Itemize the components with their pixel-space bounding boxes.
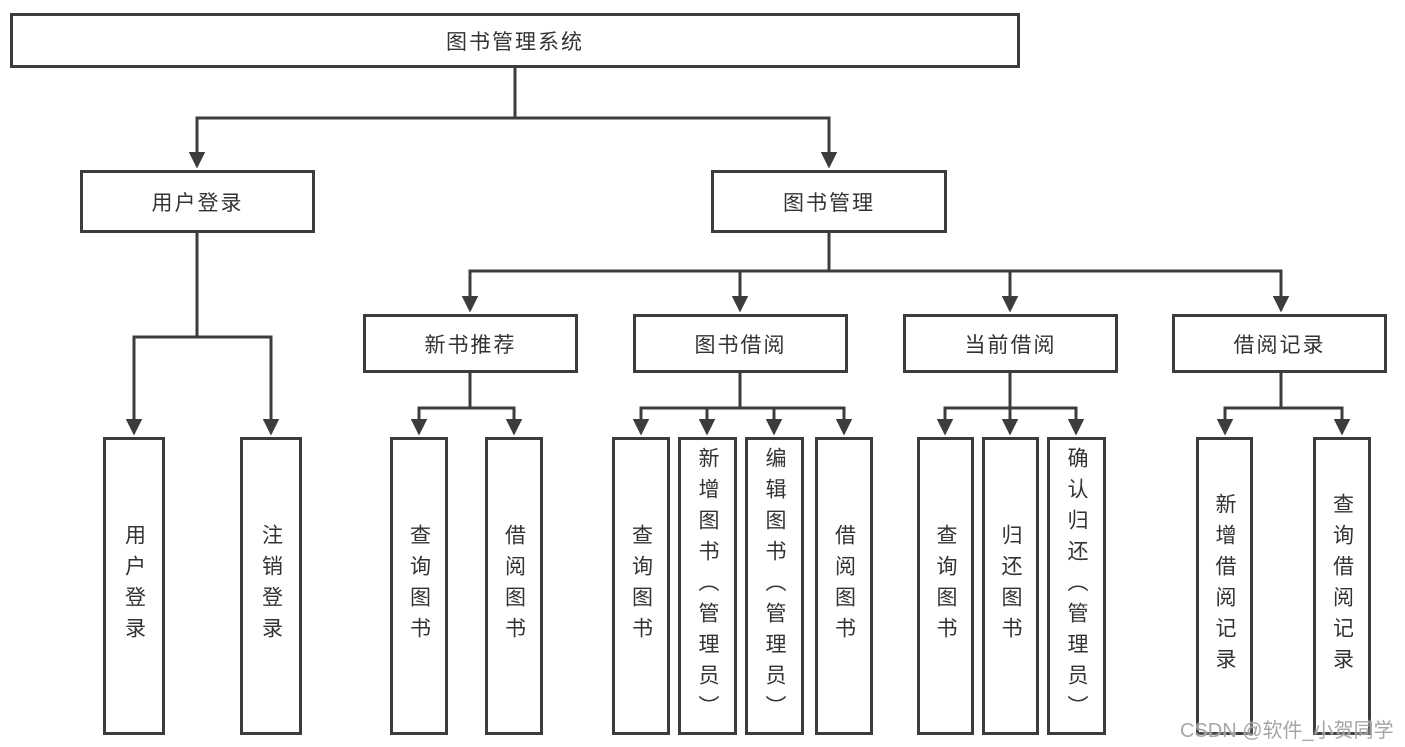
leaf-logout: 注销登录 (240, 437, 302, 735)
node-root-label: 图书管理系统 (446, 30, 584, 54)
node-borrow-records: 借阅记录 (1172, 314, 1387, 373)
node-current-borrow: 当前借阅 (903, 314, 1118, 373)
leaf-label: 确认归还（管理员） (1065, 446, 1088, 726)
node-label: 新书推荐 (424, 333, 517, 357)
leaf-label: 编辑图书（管理员） (763, 446, 786, 726)
node-label: 借阅记录 (1233, 333, 1326, 357)
leaf-query-borrow-record: 查询借阅记录 (1313, 437, 1371, 735)
node-label: 当前借阅 (964, 333, 1057, 357)
leaf-label: 注销登录 (259, 524, 283, 648)
node-new-book-recommend: 新书推荐 (363, 314, 578, 373)
leaf-label: 用户登录 (122, 524, 146, 648)
leaf-user-login: 用户登录 (103, 437, 165, 735)
node-user-login: 用户登录 (80, 170, 315, 233)
leaf-borrow-books: 借阅图书 (815, 437, 873, 735)
leaf-add-borrow-record: 新增借阅记录 (1196, 437, 1253, 735)
leaf-label: 归还图书 (999, 524, 1022, 648)
leaf-query-books: 查询图书 (390, 437, 448, 735)
leaf-label: 查询借阅记录 (1330, 493, 1354, 679)
leaf-edit-books-admin: 编辑图书（管理员） (745, 437, 804, 735)
node-label: 用户登录 (151, 191, 244, 215)
node-book-borrow: 图书借阅 (633, 314, 848, 373)
leaf-label: 新增借阅记录 (1213, 493, 1236, 679)
leaf-label: 借阅图书 (502, 524, 526, 648)
leaf-return-books: 归还图书 (982, 437, 1039, 735)
leaf-add-books-admin: 新增图书（管理员） (678, 437, 737, 735)
node-label: 图书管理 (783, 191, 875, 215)
leaf-label: 查询图书 (407, 524, 431, 648)
node-label: 图书借阅 (694, 333, 787, 357)
leaf-label: 查询图书 (934, 524, 957, 648)
node-book-management: 图书管理 (711, 170, 947, 233)
leaf-label: 新增图书（管理员） (696, 446, 719, 726)
leaf-query-books: 查询图书 (917, 437, 974, 735)
leaf-label: 借阅图书 (832, 524, 856, 648)
node-root: 图书管理系统 (10, 13, 1020, 68)
leaf-label: 查询图书 (629, 524, 653, 648)
leaf-query-books: 查询图书 (612, 437, 670, 735)
leaf-confirm-return-admin: 确认归还（管理员） (1047, 437, 1106, 735)
leaf-borrow-books: 借阅图书 (485, 437, 543, 735)
csdn-watermark: CSDN @软件_小贺同学 (1180, 720, 1394, 742)
